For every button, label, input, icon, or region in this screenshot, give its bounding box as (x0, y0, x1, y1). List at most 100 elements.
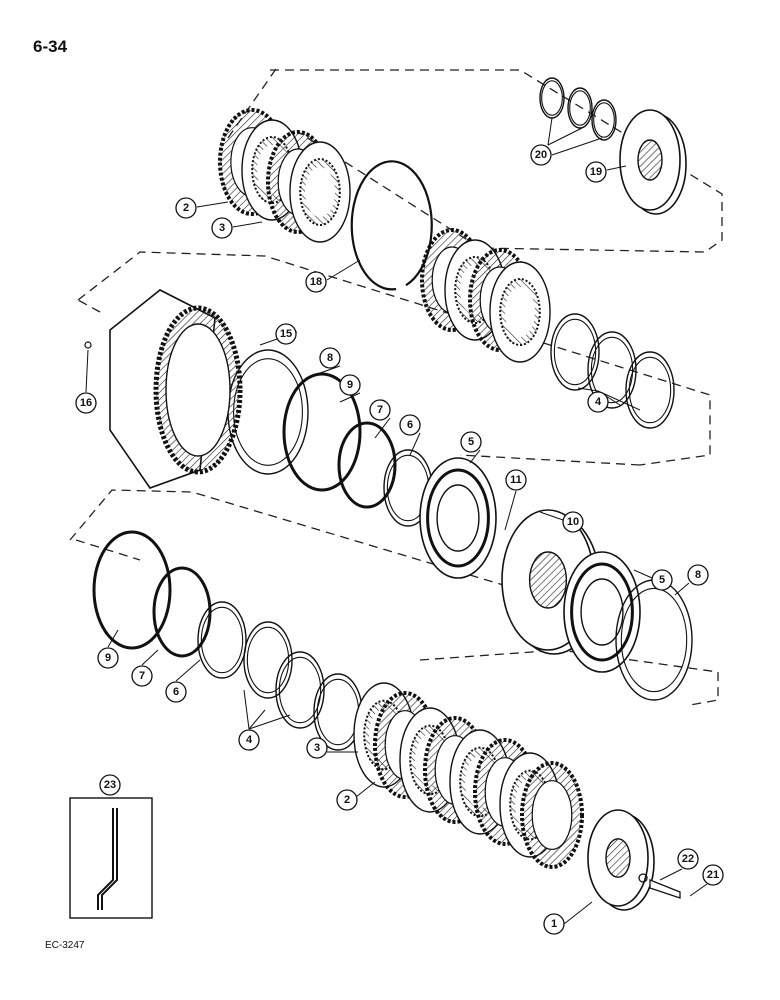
callout-circle (305, 271, 327, 293)
callout-8: 8 (319, 347, 341, 369)
leader-line (659, 868, 683, 881)
callout-circle (543, 913, 565, 935)
callout-number: 2 (183, 202, 189, 214)
callout-number: 7 (139, 670, 145, 682)
callout-8: 8 (687, 564, 709, 586)
callout-number: 10 (567, 516, 579, 528)
callout-number: 4 (595, 396, 602, 408)
callout-number: 19 (590, 166, 602, 178)
callout-23: 23 (99, 774, 121, 796)
callout-circle (530, 144, 552, 166)
bolt (638, 873, 681, 899)
callout-number: 6 (173, 686, 179, 698)
callout-circle (585, 161, 607, 183)
leader-line (175, 659, 201, 682)
callout-circle (211, 217, 233, 239)
thrust-washer (625, 351, 675, 429)
leader-line (243, 689, 250, 730)
leader-line (409, 432, 421, 456)
callout-circle (165, 681, 187, 703)
leader-line (674, 582, 690, 596)
leader-line (85, 349, 89, 393)
callout-20: 20 (530, 144, 552, 166)
callout-1: 1 (543, 913, 565, 935)
callout-6: 6 (165, 681, 187, 703)
callout-number: 23 (104, 779, 116, 791)
leader-line (551, 137, 603, 156)
thrust-washer (587, 331, 637, 409)
callout-circle (238, 729, 260, 751)
piston (563, 551, 641, 673)
leader-line (547, 127, 583, 146)
steel-plate (289, 141, 351, 243)
callout-6: 6 (399, 414, 421, 436)
callout-circle (319, 347, 341, 369)
callout-circle (131, 665, 153, 687)
piston (419, 457, 497, 579)
leader-line (196, 201, 229, 208)
leader-line (606, 165, 627, 171)
callout-18: 18 (305, 271, 327, 293)
leader-line (339, 392, 361, 403)
leader-line (633, 569, 653, 579)
leader-line (141, 649, 159, 666)
callout-circle (562, 511, 584, 533)
callout-number: 21 (707, 869, 719, 881)
callout-circle (651, 569, 673, 591)
callout-circle (677, 848, 699, 870)
callout-number: 3 (314, 742, 320, 754)
callout-number: 18 (310, 276, 322, 288)
callout-circle (336, 789, 358, 811)
callout-circle (75, 392, 97, 414)
snap-ring (350, 160, 433, 291)
parts-group (84, 77, 693, 911)
leader-line (547, 117, 553, 146)
friction-disc (520, 761, 584, 869)
callout-circle (99, 774, 121, 796)
washer (638, 873, 648, 883)
leader-line (107, 629, 119, 648)
seal-ring-small (197, 601, 247, 679)
callout-number: 16 (80, 397, 92, 409)
leader-line (539, 511, 564, 521)
leader-line (563, 901, 593, 925)
callout-circle (275, 323, 297, 345)
callout-number: 4 (246, 734, 253, 746)
wire-part (97, 808, 118, 910)
callout-19: 19 (585, 161, 607, 183)
callout-circle (339, 374, 361, 396)
callout-7: 7 (369, 399, 391, 421)
callout-10: 10 (562, 511, 584, 533)
callout-circle (369, 399, 391, 421)
callout-11: 11 (505, 469, 527, 491)
callout-4: 4 (238, 729, 260, 751)
callout-2: 2 (175, 197, 197, 219)
callout-number: 7 (377, 404, 383, 416)
callout-circle (505, 469, 527, 491)
callout-number: 3 (219, 222, 225, 234)
callout-7: 7 (131, 665, 153, 687)
callout-circle (399, 414, 421, 436)
leader-line (504, 490, 517, 531)
callout-number: 9 (105, 652, 111, 664)
callout-15: 15 (275, 323, 297, 345)
callout-3: 3 (306, 737, 328, 759)
leader-line (248, 709, 266, 730)
upper-group-outline (227, 65, 723, 253)
ball (84, 341, 92, 349)
pressure-plate (587, 809, 655, 911)
callout-number: 9 (347, 379, 353, 391)
lower-group-outline (69, 489, 719, 706)
seal-ring (567, 87, 593, 129)
callout-9: 9 (339, 374, 361, 396)
callout-number: 5 (659, 574, 665, 586)
callout-16: 16 (75, 392, 97, 414)
inset-box (69, 797, 153, 919)
callout-9: 9 (97, 647, 119, 669)
callout-2: 2 (336, 789, 358, 811)
seal-ring (591, 99, 617, 141)
callout-number: 8 (327, 352, 333, 364)
leader-line (374, 417, 391, 439)
callout-circle (460, 431, 482, 453)
